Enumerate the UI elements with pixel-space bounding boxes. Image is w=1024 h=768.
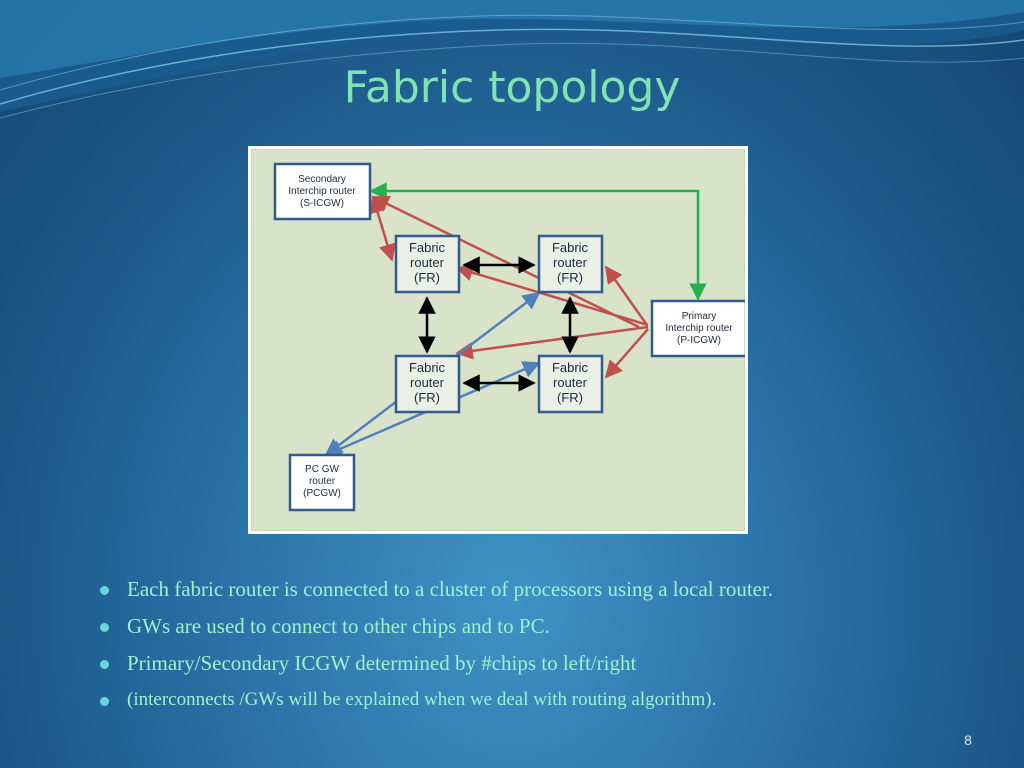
bullet-dot-icon [100, 623, 109, 632]
pcgw-label-line: PC GW [305, 464, 339, 475]
bullet-item: Primary/Secondary ICGW determined by #ch… [98, 650, 998, 676]
bullet-dot-icon [100, 586, 109, 595]
fr-label-line: Fabric [409, 360, 446, 375]
slide-title: Fabric topology [343, 62, 681, 113]
header-waves [0, 0, 1024, 119]
p-icgw-label-line: (P-ICGW) [677, 335, 721, 346]
p-icgw-to-fr-top-left-arrow [455, 264, 649, 327]
fabric-router-top-right: Fabric router (FR) [537, 234, 604, 294]
p-icgw-label-line: Primary [682, 311, 716, 322]
fr-label-line: router [410, 375, 445, 390]
fabric-topology-diagram: Secondary Interchip router (S-ICGW) Fabr… [248, 146, 748, 534]
bullet-dot-icon [100, 660, 109, 669]
fr-label-line: router [553, 255, 588, 270]
fr-label-line: (FR) [414, 390, 440, 405]
p-icgw-to-fr-bottom-right-arrow [604, 328, 649, 379]
bullet-item: Each fabric router is connected to a clu… [98, 576, 998, 602]
fr-label-line: (FR) [557, 270, 583, 285]
bullet-list: Each fabric router is connected to a clu… [98, 576, 998, 724]
fr-label-line: (FR) [414, 270, 440, 285]
interchip-link-arrow [369, 182, 707, 301]
page-number: 8 [964, 732, 972, 748]
s-icgw-label-line: Secondary [298, 174, 346, 185]
bullet-text: Primary/Secondary ICGW determined by #ch… [127, 651, 637, 675]
fr-label-line: Fabric [409, 240, 446, 255]
s-icgw-label-line: Interchip router [288, 186, 356, 197]
p-icgw-node: Primary Interchip router (P-ICGW) [650, 299, 745, 358]
bullet-item: (interconnects /GWs will be explained wh… [98, 687, 998, 713]
bullet-item: GWs are used to connect to other chips a… [98, 613, 998, 639]
fabric-router-bottom-right: Fabric router (FR) [537, 354, 604, 414]
p-icgw-to-fr-top-right-arrow [604, 265, 649, 326]
fr-label-line: Fabric [552, 240, 589, 255]
pcgw-label-line: router [309, 476, 336, 487]
fabric-router-top-left: Fabric router (FR) [394, 234, 461, 294]
fabric-router-bottom-left: Fabric router (FR) [394, 354, 461, 414]
p-icgw-label-line: Interchip router [665, 323, 733, 334]
pcgw-label-line: (PCGW) [303, 488, 341, 499]
pcgw-node: PC GW router (PCGW) [288, 453, 356, 512]
fr-label-line: Fabric [552, 360, 589, 375]
s-icgw-node: Secondary Interchip router (S-ICGW) [273, 162, 372, 221]
fr-label-line: router [410, 255, 445, 270]
bullet-text: (interconnects /GWs will be explained wh… [127, 689, 717, 710]
s-icgw-label-line: (S-ICGW) [300, 198, 344, 209]
bullet-text: GWs are used to connect to other chips a… [127, 614, 550, 638]
bullet-text: Each fabric router is connected to a clu… [127, 577, 774, 601]
bullet-dot-icon [100, 697, 109, 706]
fr-label-line: router [553, 375, 588, 390]
fr-label-line: (FR) [557, 390, 583, 405]
